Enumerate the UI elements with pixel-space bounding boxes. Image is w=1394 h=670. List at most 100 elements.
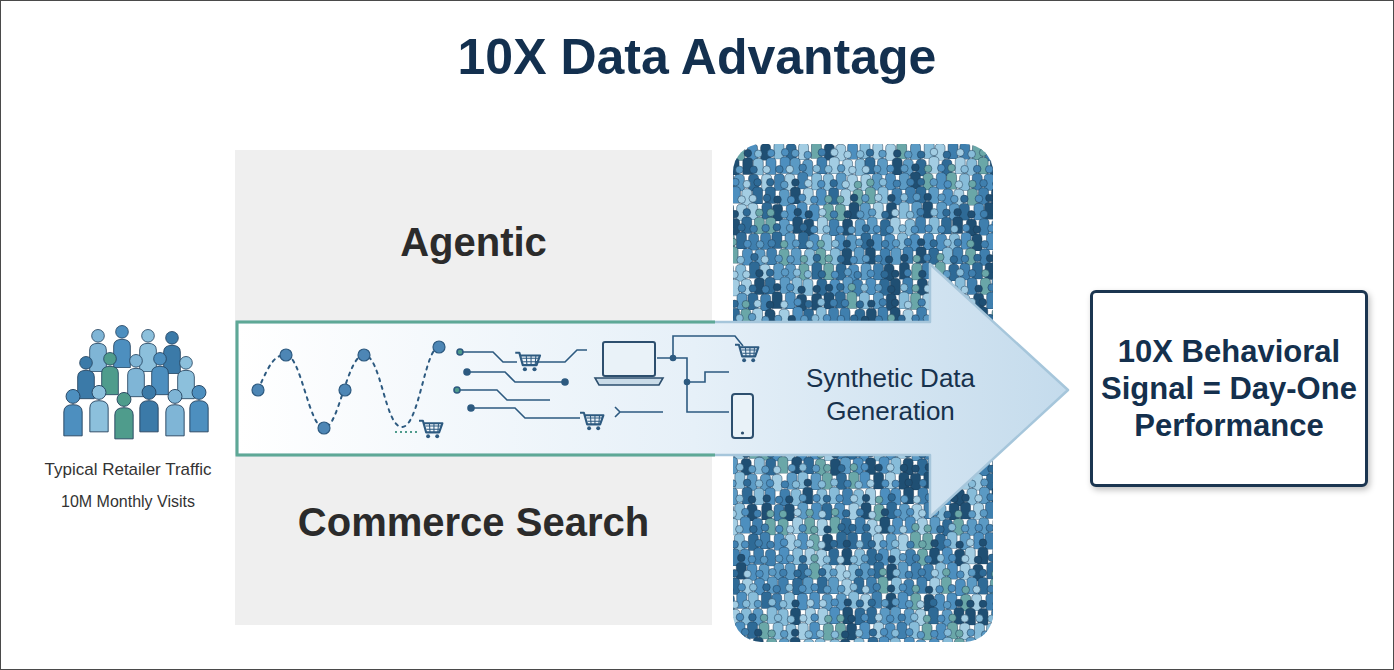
person-icon [791,481,801,506]
person-icon [748,195,758,220]
person-icon [90,385,108,431]
wave-icon [252,341,445,434]
person-icon [747,465,757,490]
person-icon [868,629,878,642]
person-icon [972,586,982,611]
person-icon [891,480,901,505]
person-icon [830,631,840,642]
person-icon [980,270,990,295]
process-arrow: Synthetic Data Generation [235,262,1071,520]
person-icon [760,466,770,491]
person-icon [879,628,889,642]
person-icon [867,599,877,624]
person-icon [886,285,896,310]
person-icon [947,554,957,579]
person-icon [935,526,945,551]
person-icon [785,555,795,580]
person-icon [64,389,82,435]
person-icon [779,181,789,206]
cart-icon [419,421,442,439]
person-icon [754,570,764,595]
arrow-label: Synthetic Data Generation [783,362,998,427]
arrow-accent [237,322,715,455]
person-icon [774,255,784,280]
person-icon [809,526,819,551]
person-icon [753,600,763,625]
person-icon [735,495,745,520]
person-icon [974,615,984,640]
person-icon [190,385,208,431]
band-heading: Agentic [235,220,712,265]
person-icon [899,165,909,190]
person-icon [849,495,859,520]
cart-icon [735,345,758,363]
person-icon [897,225,907,250]
person-icon [992,630,993,642]
person-icon [860,555,870,580]
person-icon [786,616,796,641]
diagram-title: 10X Data Advantage [0,28,1394,86]
person-icon [916,631,926,642]
person-icon [767,630,777,642]
person-icon [967,180,977,205]
circuit-lines [454,349,587,418]
person-icon [936,226,946,251]
person-icon [985,524,993,549]
person-icon [943,181,953,206]
person-icon [733,630,740,642]
person-icon [966,629,976,642]
traffic-label: 10M Monthly Visits [8,493,248,511]
person-icon [774,525,784,550]
person-icon [733,541,740,566]
person-icon [779,630,789,642]
person-icon [949,225,959,250]
person-icon [943,629,953,642]
person-icon [992,211,993,236]
person-icon [892,150,902,175]
person-icon [987,615,993,640]
person-icon [823,165,833,190]
person-icon [872,225,882,250]
person-icon [867,540,877,565]
person-icon [779,211,789,236]
person-icon [804,631,814,642]
person-icon [140,385,158,431]
person-icon [748,525,758,550]
person-icon [929,630,939,642]
person-icon [960,255,970,280]
person-icon [929,240,939,265]
person-icon [784,496,794,521]
person-icon [741,600,751,625]
person-icon [986,465,993,490]
person-icon [773,196,783,221]
person-icon [797,585,807,610]
person-icon [815,630,825,642]
person-icon [836,585,846,610]
arrow-outline [237,264,1068,517]
person-icon [733,165,734,190]
band-heading: Commerce Search [235,500,712,545]
person-icon [128,355,145,397]
person-icon [735,144,745,161]
person-icon [733,271,739,296]
person-icon [991,180,993,205]
traffic-label: Typical Retailer Traffic [8,460,248,480]
person-icon [861,586,871,611]
phone-icon [732,394,753,438]
person-icon [140,330,157,372]
person-icon [972,226,982,251]
person-icon [840,631,850,642]
cart-icon [580,413,603,431]
person-icon [166,389,184,435]
person-icon [890,629,900,642]
person-icon [733,570,740,595]
result-text: 10X Behavioral Signal = Day-One Performa… [1099,333,1359,445]
person-icon [935,586,945,611]
cart-icon [515,353,540,372]
person-icon [953,510,963,535]
person-icon [843,480,853,505]
person-icon [733,614,734,639]
person-icon [115,392,133,438]
person-icon [880,271,890,296]
person-icon [980,631,990,642]
